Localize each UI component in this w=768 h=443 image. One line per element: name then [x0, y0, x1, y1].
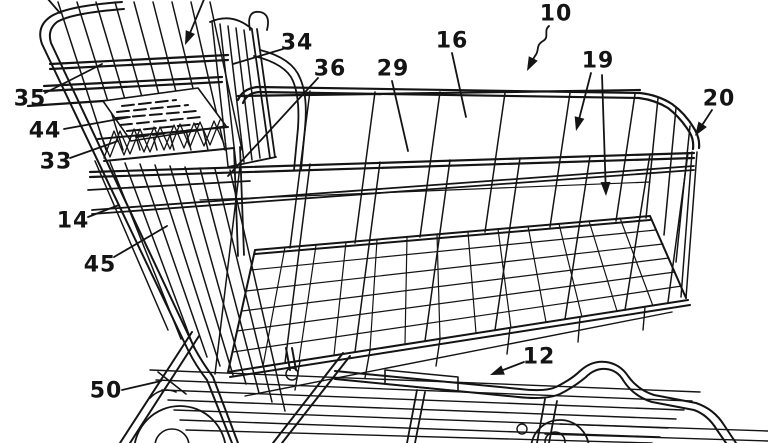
- chassis-strut: [272, 347, 351, 443]
- label-29-leader: [391, 80, 409, 152]
- rear-wheel-hub: [544, 431, 566, 443]
- label-44-leader: [63, 116, 131, 130]
- label-45-leader: [113, 225, 168, 258]
- label-19-1-leader: [601, 74, 607, 185]
- label-16-leader: [451, 52, 467, 118]
- reference-numeral-10: 10: [540, 2, 573, 27]
- stub-1-leader: [188, 0, 205, 35]
- stub-1-arrowhead: [185, 30, 195, 45]
- label-19-1-arrowhead: [600, 181, 611, 196]
- floor-mesh-longitudinal: [232, 229, 683, 353]
- label-33-leader: [69, 140, 119, 159]
- basket-far-rim: [236, 85, 701, 151]
- near-wall-wires: [214, 152, 689, 375]
- bottom-right-wires: [544, 423, 768, 442]
- seat-panel-hatching: [115, 99, 202, 138]
- seat-panel: [102, 87, 227, 142]
- seat-rails: [26, 53, 230, 108]
- lower-tray-wires: [149, 369, 701, 443]
- rear-wall-lower-wires: [94, 160, 286, 412]
- rear-frame-tube: [39, 1, 239, 443]
- lower-frame-tube: [334, 360, 737, 443]
- reference-numeral-50: 50: [90, 379, 123, 404]
- seat-support-tube: [253, 49, 307, 171]
- reference-numeral-12: 12: [523, 345, 556, 370]
- reference-numeral-16: 16: [436, 29, 469, 54]
- reference-numeral-14: 14: [57, 209, 90, 234]
- label-50-leader: [121, 380, 162, 391]
- cart-drawing: [26, 1, 768, 443]
- strut-joint: [285, 367, 299, 381]
- reference-numeral-33: 33: [40, 150, 73, 175]
- label-14-leader: [87, 204, 120, 218]
- reference-numeral-35: 35: [14, 87, 47, 112]
- label-35-leader: [44, 63, 103, 94]
- label-19-leader: [578, 72, 592, 121]
- rear-wheel: [530, 419, 590, 443]
- label-20-arrowhead: [695, 121, 707, 136]
- frame-tube-sleeve: [384, 369, 459, 392]
- label-10-leader: [528, 25, 550, 67]
- basket-thin-rail: [199, 181, 651, 201]
- label-12-leader: [500, 361, 525, 372]
- reference-labels-layer: 10 12 14 16 19 20 29 33 34 35 36 44 45 50: [14, 0, 736, 404]
- label-34-leader: [232, 48, 284, 65]
- reference-numeral-19: 19: [582, 49, 615, 74]
- basket-near-rim: [88, 151, 696, 179]
- far-wall-wires: [289, 90, 636, 249]
- floor-edges: [227, 215, 691, 378]
- caster-bolt: [516, 423, 528, 435]
- label-12-arrowhead: [490, 365, 505, 375]
- rear-caster-fork: [406, 389, 558, 443]
- left-wheel-hub: [154, 428, 190, 443]
- reference-numeral-29: 29: [377, 57, 410, 82]
- lattice-zigzag: [99, 119, 225, 159]
- label-10-arrowhead: [527, 56, 538, 71]
- stub-0-leader: [47, 0, 61, 14]
- label-20-leader: [700, 109, 713, 127]
- label-19-arrowhead: [574, 116, 585, 131]
- left-wheel: [133, 405, 227, 443]
- reference-numeral-34: 34: [281, 31, 314, 56]
- floor-mesh-transverse: [262, 217, 654, 367]
- reference-numeral-20: 20: [703, 87, 736, 112]
- end-wall-wires: [645, 97, 698, 299]
- reference-numeral-44: 44: [29, 119, 62, 144]
- label-36-leader: [227, 77, 319, 177]
- seatback-panel-wires: [211, 21, 261, 167]
- reference-numeral-36: 36: [314, 57, 347, 82]
- reference-numeral-45: 45: [84, 253, 117, 278]
